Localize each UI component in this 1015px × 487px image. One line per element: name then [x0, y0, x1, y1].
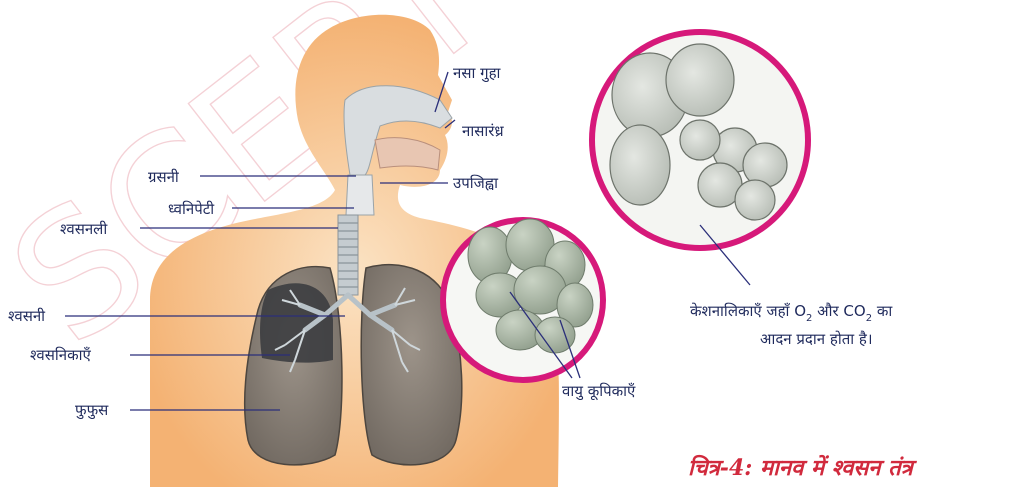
label-alveoli: वायु कूपिकाएँ [562, 382, 636, 401]
figure-caption: चित्र-4: मानव में श्वसन तंत्र [688, 454, 918, 481]
label-bronchi: श्वसनी [8, 307, 46, 325]
left-lung-cutaway [260, 283, 333, 362]
label-pharynx: ग्रसनी [148, 168, 180, 186]
label-trachea: श्वसनली [60, 220, 108, 238]
larynx-shape [346, 175, 374, 215]
label-nostril: नासारंध्र [462, 122, 504, 140]
label-larynx: ध्वनिपेटी [168, 200, 215, 218]
label-epiglottis: उपजिह्वा [453, 174, 499, 192]
label-bronchioles: श्वसनिकाएँ [30, 346, 91, 364]
label-nasal-cavity: नसा गुहा [453, 64, 502, 83]
label-capillaries-line1: केशनालिकाएँ जहाँ O2 और CO2 का [690, 302, 893, 324]
label-lungs: फुफुस [75, 401, 109, 420]
label-capillaries-line2: आदन प्रदान होता है। [760, 330, 873, 348]
trachea-shape [338, 215, 358, 295]
